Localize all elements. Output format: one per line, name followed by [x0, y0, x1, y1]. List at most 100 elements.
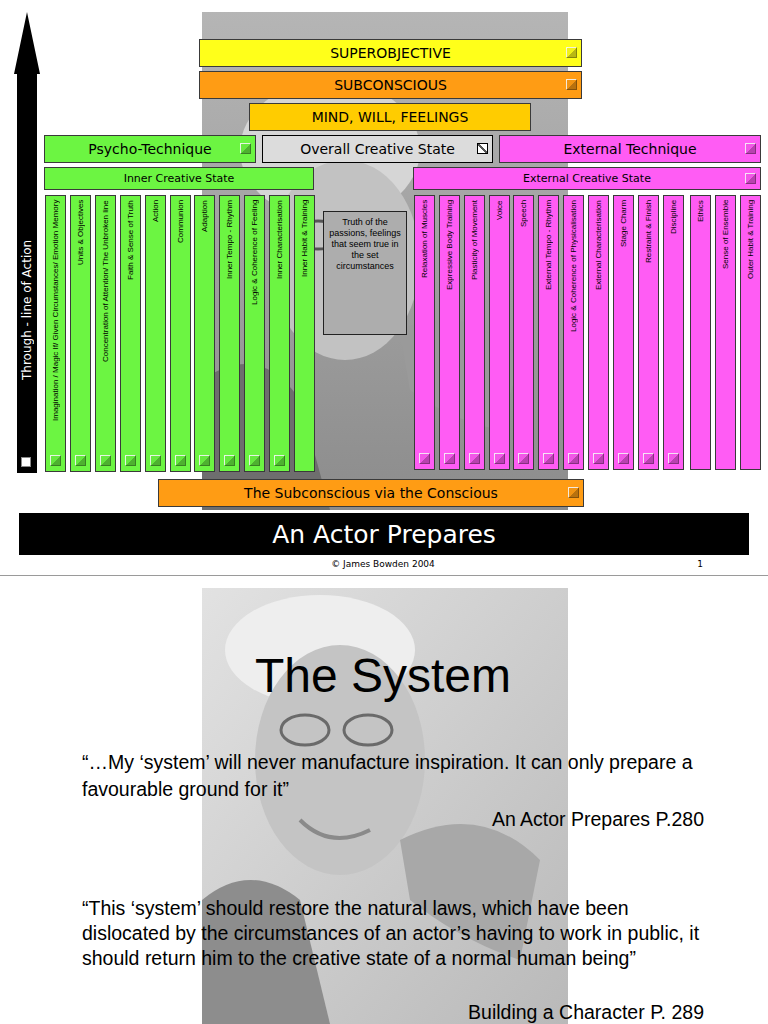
band-box: Overall Creative State [262, 135, 493, 163]
element-column: Ethics [690, 195, 711, 470]
node-text: MIND, WILL, FEELINGS [312, 109, 469, 125]
node-text: Psycho-Technique [88, 141, 211, 157]
corner-icon [150, 455, 161, 466]
corner-icon [444, 453, 455, 464]
element-column: Outer Habit & Training [740, 195, 761, 470]
element-column: External Tempo - Rhythm [538, 195, 559, 470]
node-text: External Technique [563, 141, 696, 157]
element-column: Relaxation of Muscles [414, 195, 435, 470]
quote-text: “This ‘system’ should restore the natura… [82, 896, 702, 971]
corner-icon [100, 455, 111, 466]
page-number: 1 [690, 559, 710, 570]
corner-icon [224, 455, 235, 466]
quote-text: “…My ‘system’ will never manufacture ins… [82, 749, 702, 803]
element-column: Speech [513, 195, 534, 470]
corner-icon [494, 453, 505, 464]
corner-icon [543, 453, 554, 464]
column-text: Stage Charm [614, 200, 633, 449]
column-text: Expressive Body Training [440, 200, 459, 449]
node-text: The Subconscious via the Conscious [244, 485, 498, 501]
corner-icon [199, 455, 210, 466]
element-column: Action [145, 195, 166, 472]
corner-icon [566, 47, 577, 58]
corner-icon [518, 453, 529, 464]
band-box: External Creative State [413, 167, 761, 190]
column-text: Communion [171, 200, 190, 451]
corner-icon [249, 455, 260, 466]
column-text: Ethics [691, 200, 710, 449]
column-text: Relaxation of Muscles [415, 200, 434, 449]
element-column: Plasticity of Movement [464, 195, 485, 470]
corner-icon [745, 143, 756, 154]
note-box: Truth of the passions, feelings that see… [323, 211, 407, 335]
corner-icon [568, 487, 579, 498]
node-text: An Actor Prepares [272, 520, 496, 549]
corner-icon [568, 453, 579, 464]
node-text: Truth of the passions, feelings that see… [324, 212, 406, 272]
band-box: An Actor Prepares [19, 513, 749, 555]
corner-icon [618, 453, 629, 464]
corner-icon [566, 79, 577, 90]
element-column: Discipline [663, 195, 684, 470]
slide-separator [0, 575, 768, 576]
element-column: Concentration of Attention/ The Unbroken… [95, 195, 116, 472]
element-column: Stage Charm [613, 195, 634, 470]
corner-icon [745, 173, 756, 184]
column-text: Outer Habit & Training [741, 200, 760, 449]
element-column: Inner Habit & Training [294, 195, 315, 472]
band-box: MIND, WILL, FEELINGS [249, 103, 531, 131]
band-box: The Subconscious via the Conscious [158, 479, 584, 507]
corner-icon [50, 455, 61, 466]
arrow-text: Through - line of Action [12, 152, 42, 468]
element-column: Logic & Coherence of Feeling [244, 195, 265, 472]
element-column: Restraint & Finish [638, 195, 659, 470]
element-column: Faith & Sense of Truth [120, 195, 141, 472]
band-box: Psycho-Technique [44, 135, 256, 163]
corner-icon [21, 457, 31, 467]
corner-icon [469, 453, 480, 464]
column-text: Imagination / Magic If/ Given Circumstan… [46, 200, 65, 451]
column-text: Voice [490, 200, 509, 449]
node-text: SUBCONSCIOUS [334, 77, 447, 93]
column-text: Faith & Sense of Truth [121, 200, 140, 451]
column-text: External Characterisation [589, 200, 608, 449]
corner-icon [643, 453, 654, 464]
element-column: Communion [170, 195, 191, 472]
footer-credit: © James Bowden 2004 [283, 559, 483, 570]
element-column: Adaption [194, 195, 215, 472]
element-column: Sense of Ensemble [715, 195, 736, 470]
element-column: Inner Characterisation [269, 195, 290, 472]
column-text: Plasticity of Movement [465, 200, 484, 449]
corner-icon [175, 455, 186, 466]
column-text: Sense of Ensemble [716, 200, 735, 449]
node-text: Overall Creative State [300, 141, 455, 157]
element-column: Imagination / Magic If/ Given Circumstan… [45, 195, 66, 472]
column-text: Restraint & Finish [639, 200, 658, 449]
element-column: Units & Objectives [70, 195, 91, 472]
column-text: Inner Characterisation [270, 200, 289, 451]
column-text: Discipline [664, 200, 683, 449]
corner-icon [125, 455, 136, 466]
element-column: External Characterisation [588, 195, 609, 470]
column-text: Logic & Coherence of Physicalisation [564, 200, 583, 449]
column-text: Inner Habit & Training [295, 200, 314, 451]
corner-icon [274, 455, 285, 466]
column-text: Adaption [195, 200, 214, 451]
node-text: External Creative State [523, 172, 651, 185]
corner-icon [240, 143, 251, 154]
corner-icon [419, 453, 430, 464]
band-box: SUPEROBJECTIVE [199, 39, 582, 67]
column-text: Concentration of Attention/ The Unbroken… [96, 200, 115, 451]
node-text: SUPEROBJECTIVE [330, 45, 451, 61]
through-line-arrow: Through - line of Action [12, 12, 42, 473]
column-text: External Tempo - Rhythm [539, 200, 558, 449]
corner-icon [75, 455, 86, 466]
column-text: Logic & Coherence of Feeling [245, 200, 264, 451]
column-text: Speech [514, 200, 533, 449]
corner-icon [477, 143, 488, 154]
corner-icon [593, 453, 604, 464]
band-box: Inner Creative State [44, 167, 314, 190]
column-text: Units & Objectives [71, 200, 90, 451]
element-column: Inner Tempo - Rhythm [219, 195, 240, 472]
